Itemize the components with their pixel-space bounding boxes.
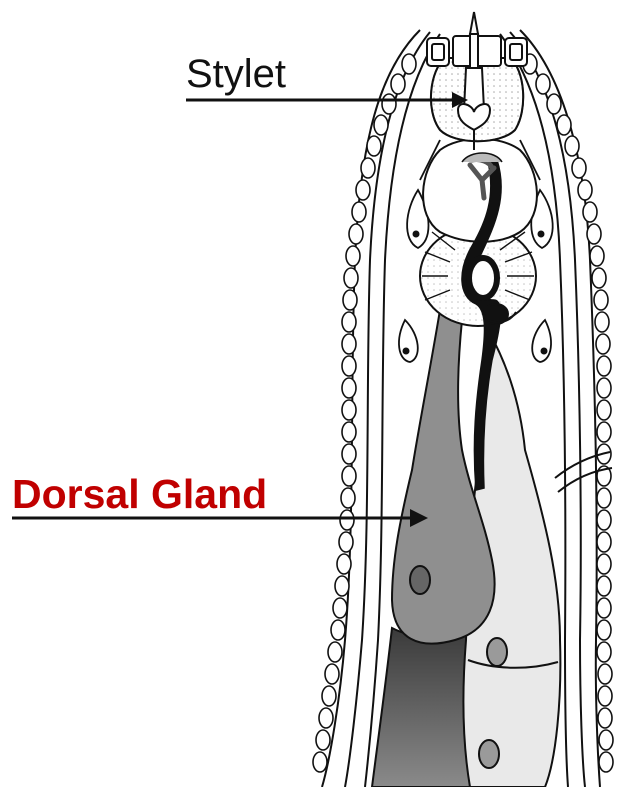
stylet-label: Stylet bbox=[186, 54, 286, 94]
intestine bbox=[372, 628, 472, 787]
subventral-gland-nucleus-2 bbox=[479, 740, 499, 768]
dorsal-gland-nucleus bbox=[410, 566, 430, 594]
median-bulb-valve bbox=[469, 258, 497, 298]
subventral-gland-nucleus bbox=[487, 638, 507, 666]
dorsal-gland-label: Dorsal Gland bbox=[12, 474, 267, 515]
